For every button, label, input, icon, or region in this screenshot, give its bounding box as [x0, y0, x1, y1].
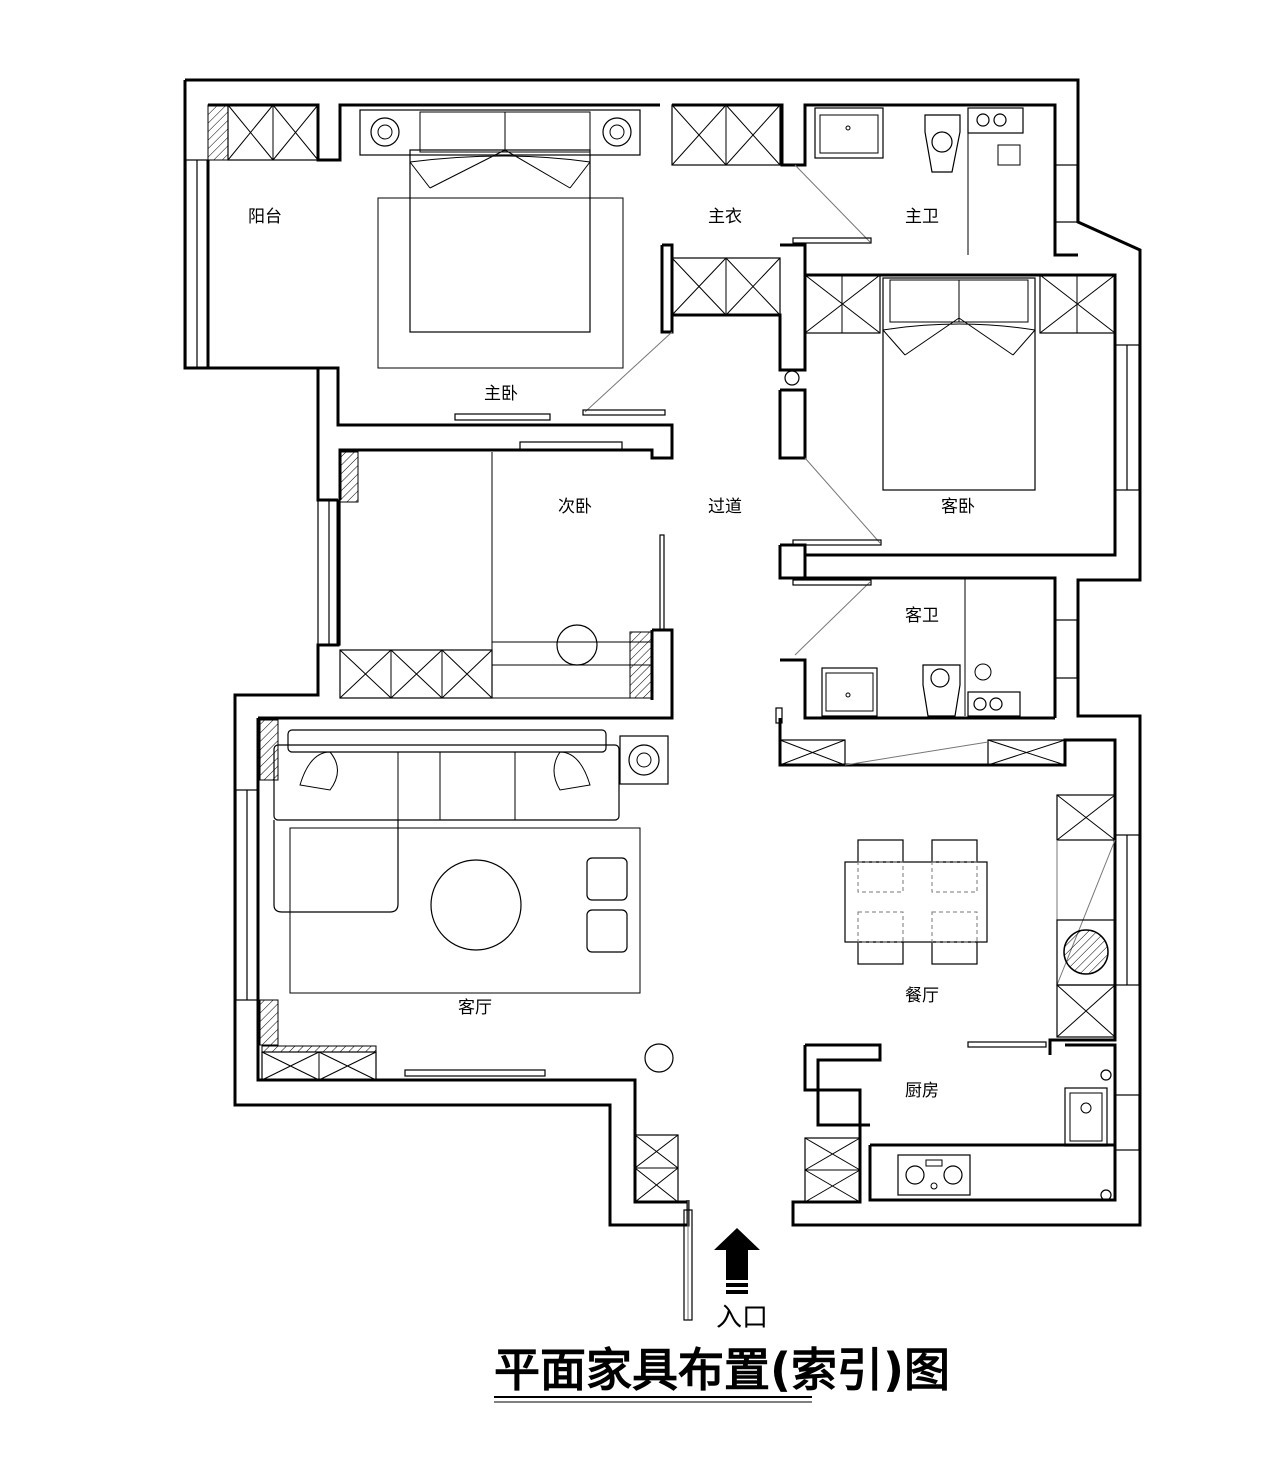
water-heater	[775, 370, 800, 724]
window-guest-bath	[1054, 619, 1078, 679]
window-kitchen	[1114, 1094, 1140, 1151]
dining-set	[844, 839, 988, 965]
label-guest-bedroom: 客卧	[941, 497, 975, 517]
label-kitchen: 厨房	[905, 1081, 939, 1101]
label-master-bedroom: 主卧	[484, 384, 518, 404]
label-master-bath: 主卫	[905, 207, 939, 227]
drawing-title: 平面家具布置(索引)图	[494, 1343, 950, 1397]
label-master-closet: 主衣	[708, 207, 742, 227]
kitchen-fixtures	[897, 1069, 1112, 1201]
label-entrance: 入口	[716, 1303, 768, 1333]
label-living-room: 客厅	[458, 998, 492, 1018]
living-room-furniture	[273, 729, 674, 1073]
doors	[404, 164, 1047, 1321]
guest-bath-fixtures	[821, 578, 1021, 717]
label-second-bedroom: 次卧	[558, 497, 592, 517]
outer-wall	[185, 78, 1142, 1227]
guest-bed	[882, 277, 1036, 491]
label-balcony: 阳台	[248, 207, 282, 227]
master-bed	[359, 109, 641, 369]
label-guest-bath: 客卫	[905, 606, 939, 626]
label-dining-room: 餐厅	[905, 986, 939, 1006]
window-master-bath	[1054, 164, 1078, 223]
label-corridor: 过道	[708, 497, 742, 517]
second-bedroom-furniture	[491, 452, 653, 699]
entrance-arrow	[714, 1228, 760, 1280]
walls	[183, 78, 1142, 1227]
master-bath-fixtures	[814, 107, 1024, 255]
